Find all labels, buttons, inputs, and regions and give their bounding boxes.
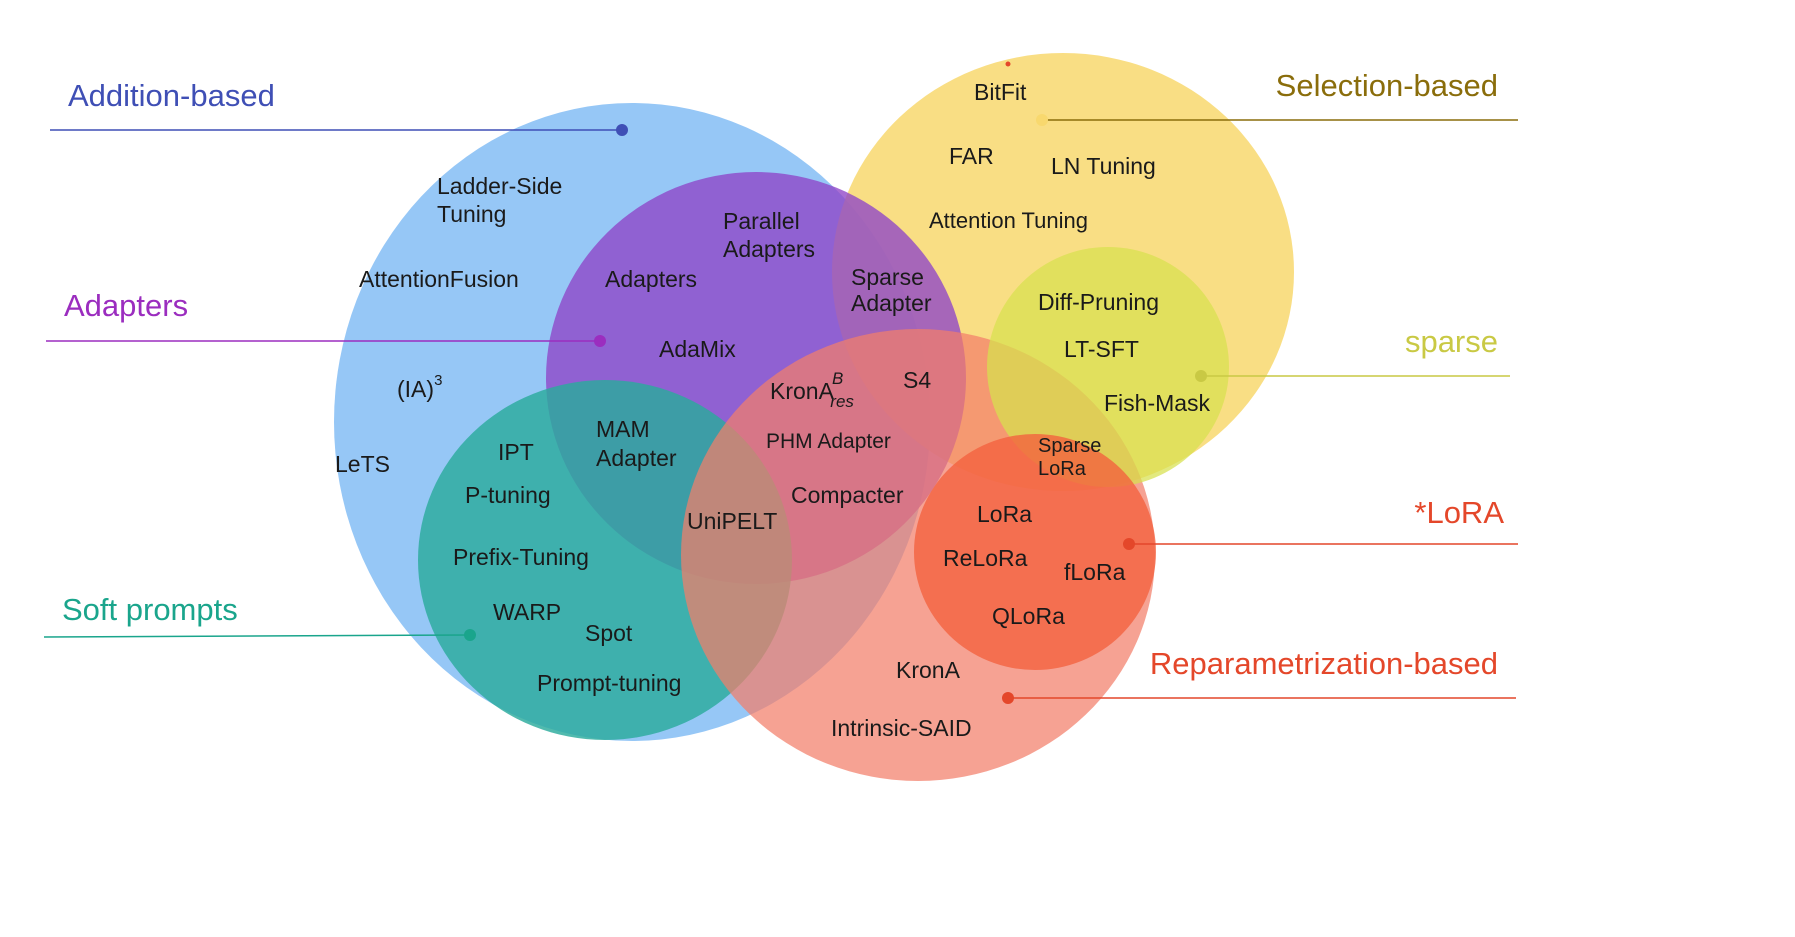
lora-label: *LoRA [1414,495,1504,530]
method-krona-res-sup: B [832,369,843,388]
sparse-leader-dot [1195,370,1207,382]
reparam-leader-dot [1002,692,1014,704]
method-prefix-tuning: Prefix-Tuning [453,544,589,570]
selection-based-label: Selection-based [1276,68,1498,103]
method-ipt: IPT [498,439,534,465]
method-diff-pruning: Diff-Pruning [1038,289,1159,315]
adapters-label: Adapters [64,288,188,323]
soft-prompts-label: Soft prompts [62,592,238,627]
method-lora: LoRa [977,501,1032,527]
method-compacter: Compacter [791,482,904,508]
method-parallel-adapters-line1: Parallel [723,208,800,234]
method-phm-adapter: PHM Adapter [766,430,891,453]
soft-prompts-leader-line [43,634,471,638]
method-unipelt: UniPELT [687,508,777,534]
sparse-circle [987,247,1229,487]
selection-leader-dot [1036,114,1048,126]
method-bitfit: BitFit [974,79,1027,105]
soft-prompts-leader-dot [464,629,476,641]
method-sparse-adapter-line2: Adapter [851,290,932,316]
method-lt-sft: LT-SFT [1064,336,1139,362]
method-prompt-tuning: Prompt-tuning [537,670,681,696]
addition-leader-dot [616,124,628,136]
lora-circle [914,434,1156,670]
method-ia3-sup: 3 [434,372,442,389]
method-warp: WARP [493,599,561,625]
method-ia3: (IA)3 [397,372,442,402]
lora-leader-dot [1123,538,1135,550]
method-ladder-side-tuning-line2: Tuning [437,201,506,227]
sparse-label: sparse [1405,324,1498,359]
method-far: FAR [949,143,994,169]
method-spot: Spot [585,620,633,646]
method-parallel-adapters-line2: Adapters [723,236,815,262]
method-krona-res-base: KronA [770,378,835,404]
method-mam-adapter-line1: MAM [596,416,650,442]
reparametrization-based-label: Reparametrization-based [1150,646,1498,681]
method-attention-tuning: Attention Tuning [929,208,1088,233]
adapters-leader-dot [594,335,606,347]
method-attention-fusion: AttentionFusion [359,266,519,292]
method-intrinsic-said: Intrinsic-SAID [831,715,972,741]
addition-based-label: Addition-based [68,78,275,113]
method-krona: KronA [896,657,961,683]
method-s4: S4 [903,367,931,393]
method-relora: ReLoRa [943,545,1028,571]
method-sparse-lora-line1: Sparse [1038,435,1101,457]
method-lets: LeTS [335,451,390,477]
method-flora: fLoRa [1064,559,1126,585]
method-adapters: Adapters [605,266,697,292]
method-ia3-base: (IA) [397,376,434,402]
method-ladder-side-tuning-line1: Ladder-Side [437,173,562,199]
method-krona-res-sub: res [830,392,854,411]
method-mam-adapter-line2: Adapter [596,445,677,471]
method-p-tuning: P-tuning [465,482,551,508]
method-ln-tuning: LN Tuning [1051,153,1156,179]
method-qlora: QLoRa [992,603,1065,629]
method-sparse-lora-line2: LoRa [1038,458,1087,480]
method-fish-mask: Fish-Mask [1104,390,1211,416]
method-sparse-adapter-line1: Sparse [851,264,924,290]
method-adamix: AdaMix [659,336,736,362]
bitfit-marker-dot [1005,61,1011,67]
